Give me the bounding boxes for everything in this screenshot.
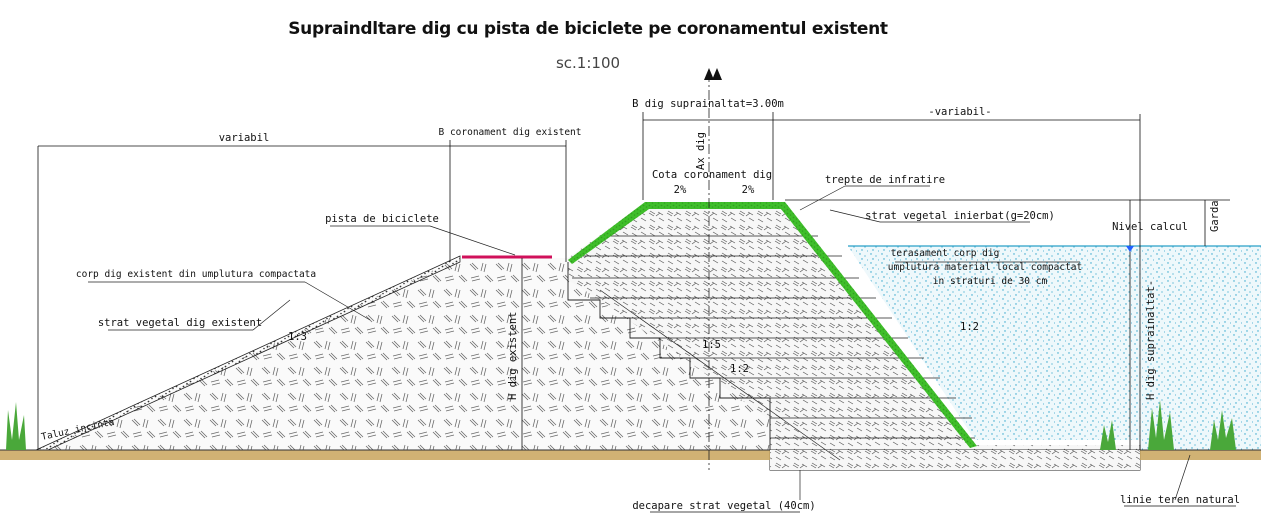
- drawing-title: Supraindltare dig cu pista de biciclete …: [288, 19, 888, 39]
- dimension-lines: [37, 112, 1230, 450]
- label-linie-teren: linie teren natural: [1120, 494, 1240, 506]
- label-slope-1-3: 1:3: [288, 331, 307, 343]
- label-decapare: decapare strat vegetal (40cm): [632, 500, 815, 512]
- water-level-marker-icon: [1126, 246, 1134, 252]
- water-dots: [848, 246, 1261, 450]
- existing-dike-hatch: [42, 258, 770, 450]
- label-underlines: [650, 505, 1236, 513]
- grass-tufts: [6, 400, 1236, 450]
- axis-arrow-right: [712, 68, 722, 80]
- label-umplutura: umplutura material local compactat: [888, 262, 1082, 273]
- dim-b-dig-supra: B dig suprainaltat=3.00m: [632, 98, 784, 110]
- label-pista-biciclete: pista de biciclete: [325, 213, 439, 225]
- dim-ax-dig: Ax dig: [695, 132, 707, 170]
- new-dike-hatch: [568, 203, 1140, 470]
- dim-h-existent: H dig existent: [507, 311, 519, 400]
- dim-h-supra: H dig suprainaltat-: [1145, 280, 1157, 400]
- decapare-zone-hatch: [770, 450, 1140, 470]
- dim-garda: Garda: [1209, 200, 1221, 232]
- leader-lines: [88, 185, 1191, 501]
- label-strat-vegetal-ierbat: strat vegetal inierbat(g=20cm): [865, 210, 1055, 222]
- axis-arrow-left: [704, 68, 714, 80]
- label-straturi: in straturi de 30 cm: [933, 276, 1048, 287]
- label-slope-pct-right: 2%: [742, 184, 755, 196]
- label-slope-1-5: 1:5: [702, 339, 721, 351]
- label-trepte-infratire: trepte de infratire: [825, 174, 945, 186]
- dim-variabil-left: variabil: [219, 132, 270, 144]
- label-cota-coronament: Cota coronament dig: [652, 169, 772, 181]
- label-nivel-calcul: Nivel calcul: [1112, 221, 1188, 233]
- natural-ground-strip: [0, 450, 1261, 460]
- label-terasament: terasament corp dig: [891, 248, 1000, 259]
- label-slope-pct-left: 2%: [674, 184, 687, 196]
- dim-b-coronament: B coronament dig existent: [439, 127, 582, 138]
- label-strat-vegetal-existent: strat vegetal dig existent: [98, 317, 262, 329]
- label-slope-1-2-inner: 1:2: [730, 363, 749, 375]
- infratire-steps: [567, 262, 1141, 471]
- dim-variabil-right: -variabil-: [928, 106, 991, 118]
- label-slope-1-2-outer: 1:2: [960, 321, 979, 333]
- drawing-scale: sc.1:100: [556, 54, 620, 72]
- label-corp-dig-existent: corp dig existent din umplutura compacta…: [76, 269, 316, 280]
